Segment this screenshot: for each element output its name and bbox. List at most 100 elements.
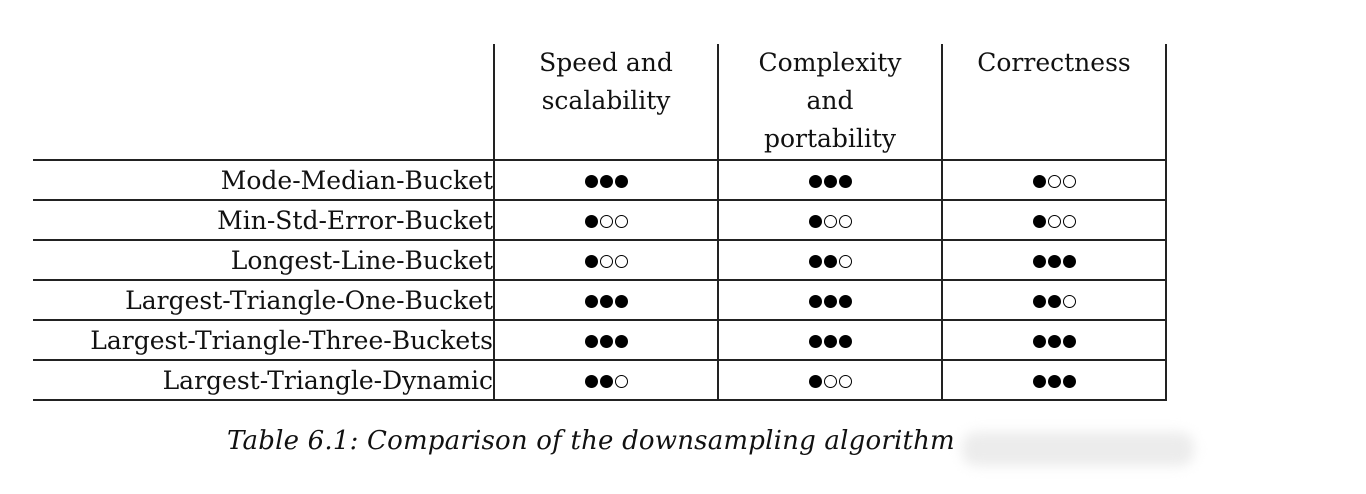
algorithm-name: Largest-Triangle-Dynamic: [33, 359, 494, 401]
column-header-correctness: Correctness: [941, 44, 1167, 160]
rating-cell: [941, 159, 1167, 200]
rating-cell: [717, 279, 942, 320]
algorithm-name: Largest-Triangle-One-Bucket: [33, 279, 494, 320]
filled-circle-icon: [823, 294, 837, 308]
empty-circle-icon: [614, 214, 628, 228]
filled-circle-icon: [838, 174, 852, 188]
filled-circle-icon: [599, 374, 613, 388]
empty-circle-icon: [838, 254, 852, 268]
filled-circle-icon: [1032, 174, 1046, 188]
empty-circle-icon: [1062, 174, 1076, 188]
algorithm-name: Longest-Line-Bucket: [33, 239, 494, 280]
filled-circle-icon: [584, 174, 598, 188]
rating-dots: [1032, 254, 1076, 268]
filled-circle-icon: [614, 174, 628, 188]
empty-circle-icon: [838, 374, 852, 388]
filled-circle-icon: [1047, 374, 1061, 388]
filled-circle-icon: [599, 174, 613, 188]
algorithm-name: Largest-Triangle-Three-Buckets: [33, 319, 494, 360]
filled-circle-icon: [584, 214, 598, 228]
filled-circle-icon: [1047, 254, 1061, 268]
empty-circle-icon: [1062, 294, 1076, 308]
rating-cell: [493, 239, 718, 280]
filled-circle-icon: [808, 374, 822, 388]
table-corner-cell: [33, 44, 494, 160]
filled-circle-icon: [1047, 334, 1061, 348]
filled-circle-icon: [823, 254, 837, 268]
rating-cell: [941, 319, 1167, 360]
filled-circle-icon: [823, 334, 837, 348]
rating-dots: [808, 374, 852, 388]
filled-circle-icon: [808, 254, 822, 268]
empty-circle-icon: [838, 214, 852, 228]
rating-dots: [1032, 294, 1076, 308]
comparison-table-container: Speed and scalability Complexity and por…: [33, 44, 1167, 401]
table-row: Longest-Line-Bucket: [33, 239, 1167, 280]
rating-dots: [808, 174, 852, 188]
filled-circle-icon: [1032, 294, 1046, 308]
filled-circle-icon: [1032, 214, 1046, 228]
filled-circle-icon: [1032, 254, 1046, 268]
filled-circle-icon: [838, 294, 852, 308]
filled-circle-icon: [823, 174, 837, 188]
filled-circle-icon: [584, 334, 598, 348]
empty-circle-icon: [599, 254, 613, 268]
empty-circle-icon: [614, 374, 628, 388]
empty-circle-icon: [599, 214, 613, 228]
rating-dots: [1032, 174, 1076, 188]
filled-circle-icon: [599, 334, 613, 348]
rating-cell: [493, 359, 718, 401]
rating-dots: [584, 294, 628, 308]
column-header-speed: Speed and scalability: [493, 44, 718, 160]
filled-circle-icon: [614, 294, 628, 308]
rating-cell: [941, 359, 1167, 401]
rating-dots: [584, 334, 628, 348]
rating-cell: [717, 319, 942, 360]
filled-circle-icon: [1032, 374, 1046, 388]
rating-cell: [717, 239, 942, 280]
filled-circle-icon: [1032, 334, 1046, 348]
empty-circle-icon: [1047, 174, 1061, 188]
rating-cell: [493, 199, 718, 240]
rating-dots: [808, 214, 852, 228]
column-header-complexity: Complexity and portability: [717, 44, 942, 160]
rating-cell: [493, 279, 718, 320]
rating-dots: [1032, 334, 1076, 348]
filled-circle-icon: [808, 334, 822, 348]
table-row: Mode-Median-Bucket: [33, 159, 1167, 200]
rating-dots: [808, 334, 852, 348]
filled-circle-icon: [808, 214, 822, 228]
filled-circle-icon: [1062, 374, 1076, 388]
rating-cell: [493, 319, 718, 360]
empty-circle-icon: [823, 374, 837, 388]
filled-circle-icon: [614, 334, 628, 348]
rating-cell: [493, 159, 718, 200]
rating-cell: [717, 159, 942, 200]
table-caption: Table 6.1: Comparison of the downsamplin…: [227, 426, 955, 456]
table-row: Min-Std-Error-Bucket: [33, 199, 1167, 240]
filled-circle-icon: [1047, 294, 1061, 308]
filled-circle-icon: [808, 294, 822, 308]
filled-circle-icon: [1062, 254, 1076, 268]
rating-dots: [584, 174, 628, 188]
filled-circle-icon: [599, 294, 613, 308]
filled-circle-icon: [1062, 334, 1076, 348]
table-header-row: Speed and scalability Complexity and por…: [33, 44, 1167, 160]
rating-dots: [808, 254, 852, 268]
redaction-blur: [962, 432, 1194, 466]
filled-circle-icon: [838, 334, 852, 348]
rating-dots: [584, 374, 628, 388]
rating-cell: [941, 239, 1167, 280]
rating-cell: [717, 199, 942, 240]
filled-circle-icon: [808, 174, 822, 188]
algorithm-name: Min-Std-Error-Bucket: [33, 199, 494, 240]
filled-circle-icon: [584, 374, 598, 388]
table-row: Largest-Triangle-Three-Buckets: [33, 319, 1167, 360]
rating-cell: [941, 279, 1167, 320]
empty-circle-icon: [614, 254, 628, 268]
rating-dots: [584, 254, 628, 268]
filled-circle-icon: [584, 294, 598, 308]
empty-circle-icon: [823, 214, 837, 228]
rating-dots: [808, 294, 852, 308]
